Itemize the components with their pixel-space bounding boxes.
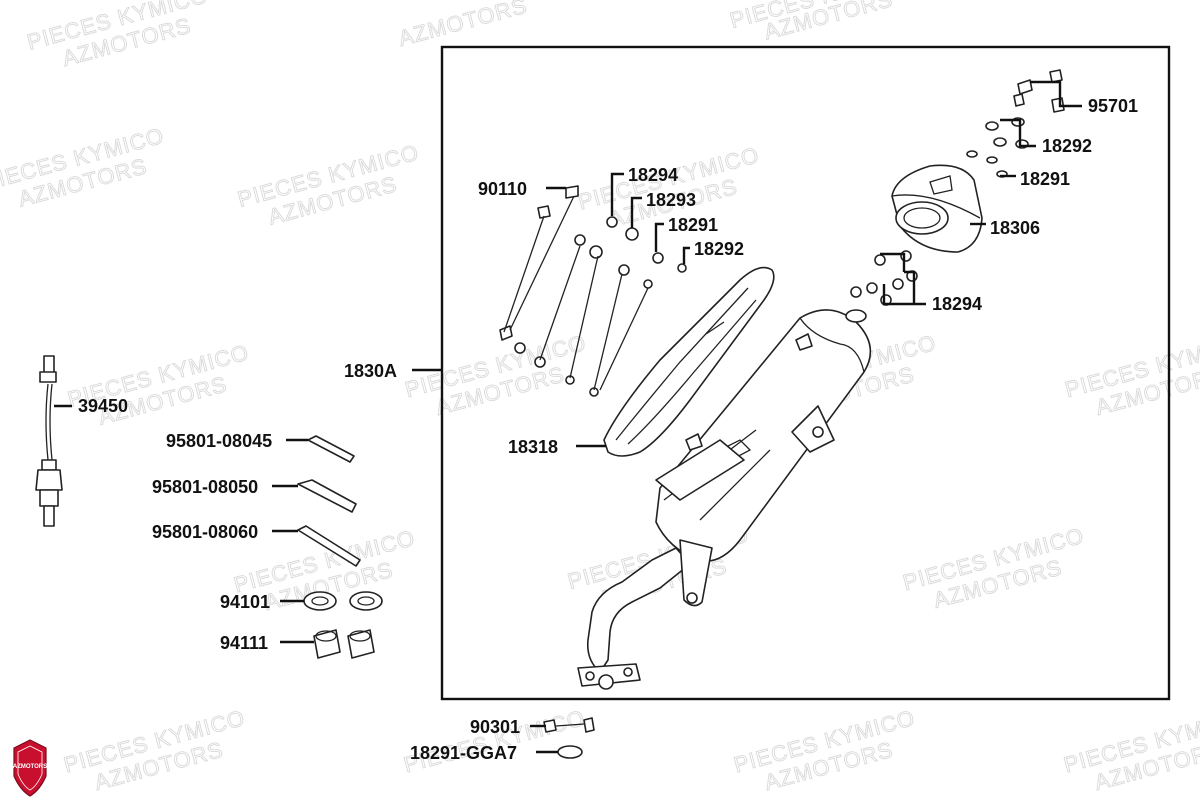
callout-95801-08060: 95801-08060 <box>152 522 298 542</box>
callout-18293: 18293 <box>630 190 696 228</box>
callout-18306: 18306 <box>970 218 1040 238</box>
part-number-label: 90301 <box>470 717 520 737</box>
shield-bolts-part <box>499 185 687 397</box>
part-number-label: 95801-08045 <box>166 431 272 451</box>
part-number-label: 18292 <box>694 239 744 259</box>
part-number-label: 18291-GGA7 <box>410 743 517 763</box>
part-number-label: 94101 <box>220 592 270 612</box>
loose-bolts-part <box>297 435 595 759</box>
callout-94111: 94111 <box>220 633 314 653</box>
part-number-label: 18294 <box>932 294 982 314</box>
callout-94101: 94101 <box>220 592 304 612</box>
muffler-part <box>577 309 872 690</box>
end-cap-part <box>891 164 983 253</box>
callout-18294-left: 18294 <box>610 165 678 216</box>
logo-text: AZMOTORS <box>13 764 47 770</box>
callout-18291-left: 18291 <box>654 215 718 252</box>
part-number-label: 90110 <box>478 179 527 199</box>
part-number-label: 94111 <box>220 633 268 653</box>
part-number-label: 18291 <box>668 215 718 235</box>
callout-18292-top: 18292 <box>1000 118 1092 156</box>
part-number-label: 18293 <box>646 190 696 210</box>
part-number-label: 95701 <box>1088 96 1138 116</box>
heat-shield-part <box>603 266 775 457</box>
callout-95801-08045: 95801-08045 <box>166 431 308 451</box>
assembly-frame <box>440 45 1171 701</box>
oxygen-sensor-part <box>35 355 63 527</box>
part-number-label: 95801-08060 <box>152 522 258 542</box>
callout-90110: 90110 <box>478 179 566 199</box>
part-number-label: 95801-08050 <box>152 477 258 497</box>
part-number-label: 18306 <box>990 218 1040 238</box>
callout-18318: 18318 <box>508 437 606 457</box>
callout-18291-GGA7: 18291-GGA7 <box>410 743 558 763</box>
top-bolts-part <box>966 69 1065 178</box>
callout-39450: 39450 <box>54 396 128 416</box>
watermark-text: PIECES KYMICO <box>401 705 588 777</box>
callout-18292-left: 18292 <box>682 239 744 264</box>
azmotors-logo: AZMOTORS <box>13 739 47 797</box>
part-number-label: 18291 <box>1020 169 1070 189</box>
part-number-label: 18294 <box>628 165 678 185</box>
callout-90301: 90301 <box>470 717 546 737</box>
callout-18294-right: 18294 <box>880 252 982 314</box>
part-number-label: 1830A <box>344 361 397 381</box>
part-number-label: 18292 <box>1042 136 1092 156</box>
watermark-text: AZMOTORS <box>396 0 530 51</box>
callout-95801-08050: 95801-08050 <box>152 477 298 497</box>
part-number-label: 18318 <box>508 437 558 457</box>
callout-95701: 95701 <box>1030 80 1138 116</box>
part-number-label: 39450 <box>78 396 128 416</box>
callout-18291-top: 18291 <box>1000 169 1070 189</box>
callout-1830A: 1830A <box>344 361 442 381</box>
